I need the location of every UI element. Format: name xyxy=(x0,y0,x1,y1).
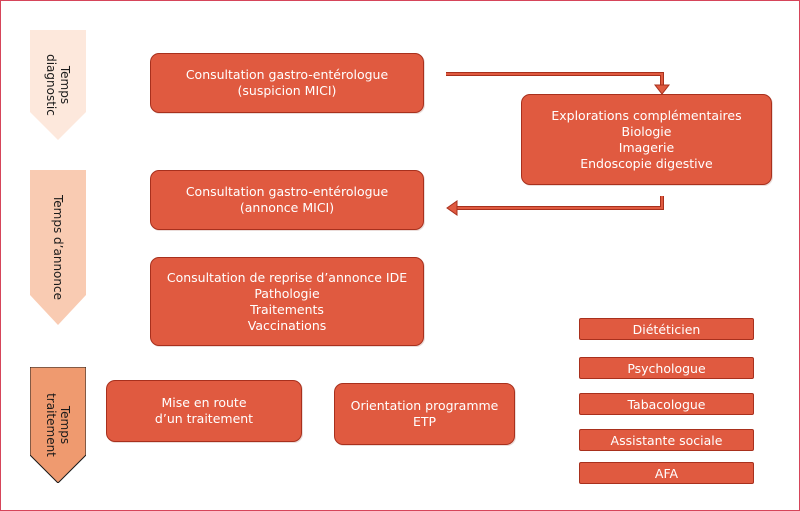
box-reprise-annonce: Consultation de reprise d’annonce IDE Pa… xyxy=(150,257,424,346)
phase-diagnostic: Temps diagnostic xyxy=(30,30,86,140)
box-consultation-suspicion-line-2: (suspicion MICI) xyxy=(237,83,337,98)
phase-traitement: Temps traitement xyxy=(30,367,86,483)
arrow-explorations-to-annonce xyxy=(446,196,664,216)
box-consultation-annonce-line-1: Consultation gastro-entérologue xyxy=(185,184,389,199)
actor-dieteticien: Diététicien xyxy=(579,318,754,340)
box-orientation-etp: Orientation programme ETP xyxy=(334,383,515,445)
box-consultation-suspicion: Consultation gastro-entérologue (suspici… xyxy=(150,53,424,113)
actor-afa: AFA xyxy=(579,462,754,484)
arrow-suspicion-to-explorations xyxy=(446,72,671,95)
box-explorations-line-4: Endoscopie digestive xyxy=(580,155,713,171)
actor-psychologue: Psychologue xyxy=(579,357,754,379)
box-mise-en-route-line-2: d’un traitement xyxy=(154,411,254,426)
box-explorations: Explorations complémentaires Biologie Im… xyxy=(521,94,772,185)
box-explorations-line-1: Explorations complémentaires xyxy=(551,107,742,123)
box-consultation-annonce: Consultation gastro-entérologue (annonce… xyxy=(150,170,424,230)
box-mise-en-route-line-1: Mise en route xyxy=(161,395,247,410)
box-orientation-etp-line-1: Orientation programme xyxy=(350,398,499,413)
box-mise-en-route: Mise en route d’un traitement xyxy=(106,380,302,442)
box-explorations-line-3: Imagerie xyxy=(618,139,675,155)
box-consultation-suspicion-line-1: Consultation gastro-entérologue xyxy=(185,67,389,82)
box-consultation-annonce-line-2: (annonce MICI) xyxy=(239,200,335,215)
box-reprise-annonce-line-2: Pathologie xyxy=(254,285,320,301)
box-reprise-annonce-line-1: Consultation de reprise d’annonce IDE xyxy=(166,269,408,285)
box-orientation-etp-line-2: ETP xyxy=(412,414,437,429)
phase-diagnostic-arrow-shape xyxy=(30,30,86,140)
box-reprise-annonce-line-3: Traitements xyxy=(250,301,324,317)
box-explorations-line-2: Biologie xyxy=(621,123,672,139)
phase-annonce: Temps d’annonce xyxy=(30,170,86,325)
actor-assistante-sociale: Assistante sociale xyxy=(579,429,754,451)
box-reprise-annonce-line-4: Vaccinations xyxy=(247,317,327,333)
phase-annonce-arrow-shape xyxy=(30,170,86,325)
phase-traitement-arrow-shape xyxy=(30,367,86,483)
actor-tabacologue: Tabacologue xyxy=(579,393,754,415)
